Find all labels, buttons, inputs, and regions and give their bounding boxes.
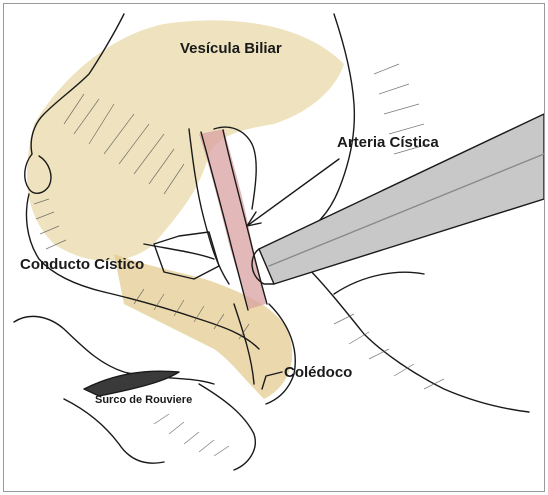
rouviere-fissure xyxy=(84,371,179,396)
label-arteria-cistica: Arteria Cística xyxy=(337,135,439,150)
arrow-head xyxy=(247,212,261,226)
rouviere-hatch xyxy=(154,414,229,456)
label-conducto-cistico: Conducto Cístico xyxy=(20,257,144,272)
anatomy-sketch xyxy=(4,4,544,491)
rouviere-lower xyxy=(64,399,164,463)
illustration-frame: Vesícula Biliar Arteria Cística Conducto… xyxy=(3,3,545,492)
liver-right-lobe xyxy=(304,264,529,412)
liver-right-edge xyxy=(334,272,424,294)
rouviere-inner xyxy=(199,384,255,470)
label-vesicula-biliar: Vesícula Biliar xyxy=(180,41,282,56)
arrow-shaft xyxy=(247,159,339,226)
label-surco-de-rouviere: Surco de Rouviere xyxy=(95,395,192,406)
label-coledoco: Colédoco xyxy=(284,365,352,380)
